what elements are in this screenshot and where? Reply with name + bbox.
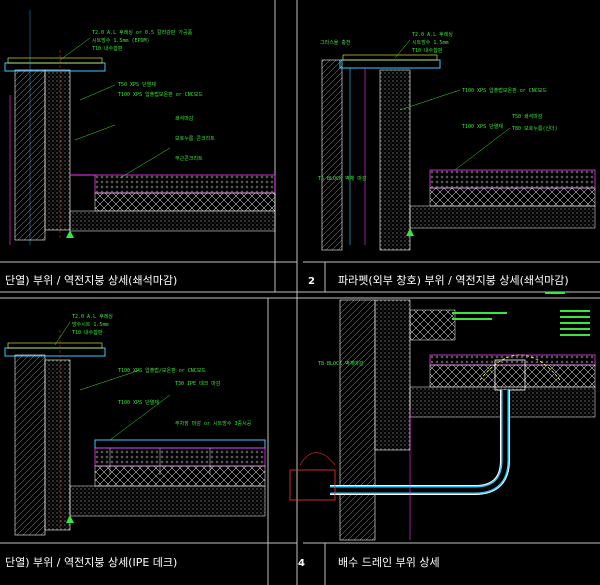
note: T30 IPE 데크 마감 (175, 380, 221, 387)
panel-4-title: 배수 드레인 부위 상세 (338, 556, 440, 569)
note: T100 XPS 압출법/보온판 or CNC보드 (118, 367, 206, 374)
note: T10 내수합판 (72, 329, 103, 336)
panel-4-number: 4 (298, 558, 305, 569)
note: T100 XPS 단열재 (462, 123, 503, 130)
note: T10 내수합판 (412, 47, 443, 54)
note: T10 내수합판 (92, 45, 123, 52)
note: 시트방수 1.5mm (412, 39, 448, 46)
note: 그라스울 충전 (320, 39, 351, 46)
note: 쇄석마감 (175, 115, 194, 122)
note: 보호누름 콘크리트 (175, 135, 215, 142)
note: T100 XPS 압출법보온판 or CNC보드 (118, 91, 203, 98)
panel-2-detail: 그라스울 충전 T2.0 A.L 후레싱 시트방수 1.5mm T10 내수합판… (318, 31, 596, 251)
panel-2-number: 2 (308, 276, 315, 287)
note: T5 BLOCK 벽체 마감 (318, 175, 367, 182)
panel-2-title: 파라펫(외부 창호) 부위 / 역전지붕 상세(쇄석마감) (338, 274, 569, 287)
note: 방수시트 1.5mm (72, 321, 108, 328)
note: T50 XPS 단열재 (118, 81, 156, 88)
panel-4-detail: T8 BLOCK 벽체마감 (289, 292, 596, 541)
note: T100 XPS 단열재 (118, 399, 159, 406)
note: 주차장 마감 or 시트방수 3중시공 (175, 420, 252, 427)
panel-1-title: 단열) 부위 / 역전지붕 상세(쇄석마감) (5, 274, 177, 287)
note: T8 BLOCK 벽체마감 (318, 360, 364, 367)
panel-3-detail: T2.0 A.L 후레싱 방수시트 1.5mm T10 내수합판 T100 XP… (4, 313, 266, 536)
note: T2.0 A.L 후레싱 or 0.5 칼라강판 가공품 (92, 29, 193, 36)
note: T80 보호누름(신더) (512, 125, 558, 132)
note: T50 쇄석마감 (512, 113, 543, 120)
note: T100 XPS 압출법보온판 or CNC보드 (462, 87, 547, 94)
panel-3-title: 단열) 부위 / 역전지붕 상세(IPE 데크) (5, 556, 177, 569)
note: T2.0 A.L 후레싱 (412, 31, 453, 38)
note: 무근콘크리트 (175, 155, 203, 162)
panel-1-detail: T2.0 A.L 후레싱 or 0.5 칼라강판 가공품 시트방수 1.5mm … (4, 10, 276, 245)
note: T2.0 A.L 후레싱 (72, 313, 113, 320)
note: 시트방수 1.5mm (EPDM) (92, 37, 150, 44)
